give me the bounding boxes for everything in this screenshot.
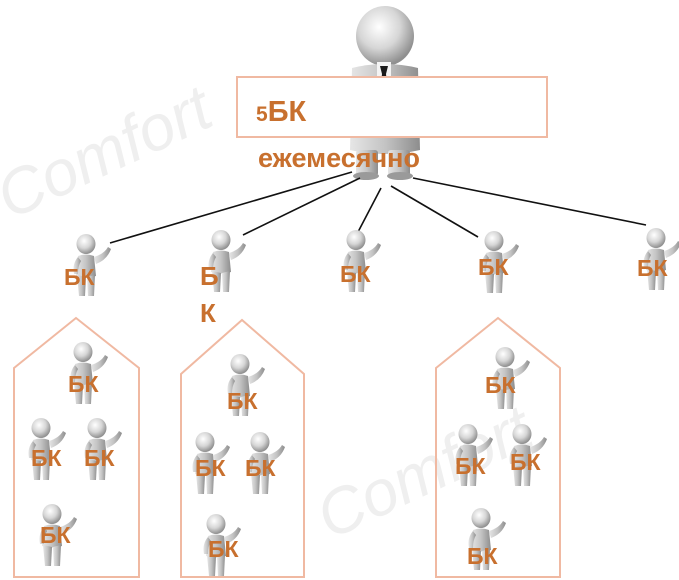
title-line-1: 5БК (256, 98, 306, 127)
group2-label-2: БК (195, 455, 226, 481)
title-box (236, 76, 548, 138)
group2-label-4: БК (208, 536, 239, 562)
group3-label-2: БК (455, 453, 486, 479)
level1-label-5: БК (637, 255, 668, 281)
connector-lines (109, 171, 647, 244)
group1-label-3: БК (84, 445, 115, 471)
group3-label-4: БК (467, 543, 498, 569)
group-frame-2 (180, 318, 305, 578)
group1-label-1: БК (68, 371, 99, 397)
title-frequency: ежемесячно (258, 143, 420, 173)
level1-label-2b: К (200, 298, 216, 328)
svg-text:Comfort: Comfort (0, 70, 224, 232)
level1-label-1: БК (64, 264, 95, 290)
group1-label-2: БК (31, 445, 62, 471)
level1-label-3: БК (340, 261, 371, 287)
group3-label-3: БК (510, 449, 541, 475)
title-number: 5 (256, 103, 268, 126)
group2-label-3: БК (245, 455, 276, 481)
group-frame-3 (435, 316, 561, 578)
group-frame-1 (13, 316, 140, 578)
svg-text:Comfort: Comfort (305, 390, 544, 552)
level1-label-4: БК (478, 254, 509, 280)
group3-label-1: БК (485, 372, 516, 398)
group2-label-1: БК (227, 388, 258, 414)
title-bk: БК (267, 96, 307, 128)
group1-label-4: БК (40, 522, 71, 548)
level1-label-2a: Б (200, 261, 219, 291)
